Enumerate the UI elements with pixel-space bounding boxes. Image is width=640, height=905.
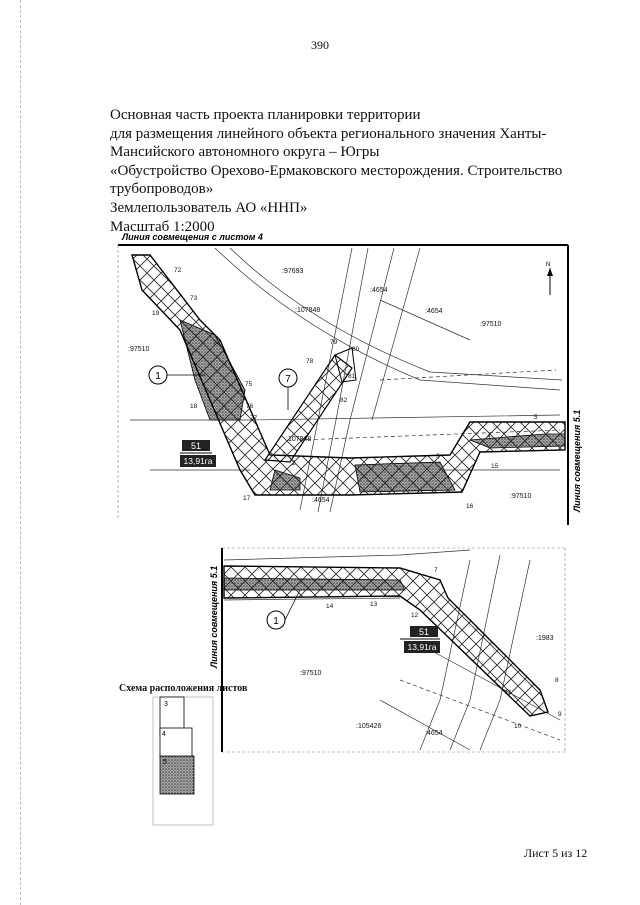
point-label: 9 bbox=[558, 711, 562, 718]
title-line: Землепользователь АО «ННП» bbox=[110, 199, 308, 216]
point-labels: 72 73 19 74 75 76 77 18 78 79 80 81 82 1… bbox=[152, 267, 538, 510]
point-label: 2 bbox=[292, 460, 296, 467]
area-label: 51 13,91га bbox=[180, 440, 216, 467]
point-label: 3 bbox=[436, 453, 440, 460]
svg-text:7: 7 bbox=[285, 374, 291, 385]
point-label: 79 bbox=[330, 339, 338, 346]
area-number: 51 bbox=[191, 441, 201, 451]
parcel-label: :107848 bbox=[295, 307, 320, 314]
point-label: 73 bbox=[190, 295, 198, 302]
top-side-label: Линия совмещения 5.1 bbox=[572, 410, 582, 513]
title-line: «Обустройство Орехово-Ермаковского место… bbox=[110, 162, 563, 179]
point-label: 1 bbox=[282, 451, 286, 458]
point-label: 12 bbox=[411, 612, 419, 619]
top-line-label: Линия совмещения с листом 4 bbox=[121, 232, 263, 242]
parcel-label: :97693 bbox=[282, 268, 304, 275]
title-line: для размещения линейного объекта региона… bbox=[110, 125, 547, 142]
svg-text:5: 5 bbox=[163, 759, 167, 766]
title-line: Мансийского автономного округа – Югры bbox=[110, 144, 380, 161]
title-line: Масштаб 1:2000 bbox=[110, 218, 215, 235]
point-label: 19 bbox=[152, 310, 160, 317]
bottom-point-labels: 14 13 12 7 8 9 10 11 bbox=[326, 567, 562, 730]
point-label: 74 bbox=[213, 340, 221, 347]
top-map: Линия совмещения с листом 4 bbox=[117, 232, 582, 525]
parcel-label: :1983 bbox=[536, 635, 554, 642]
point-label: 76 bbox=[246, 403, 254, 410]
scheme-sheet-5 bbox=[159, 755, 195, 795]
sheet-label: Лист 5 из 12 bbox=[524, 846, 588, 860]
parcel-label: :97510 bbox=[480, 321, 502, 328]
point-label: 81 bbox=[348, 373, 356, 380]
area-value: 13,91га bbox=[408, 642, 437, 652]
point-label: 16 bbox=[466, 503, 474, 510]
svg-text:N: N bbox=[546, 262, 550, 268]
page-number: 390 bbox=[311, 38, 329, 52]
point-label: 4 bbox=[487, 433, 491, 440]
parcel-label: :97510 bbox=[128, 346, 150, 353]
point-label: 5 bbox=[534, 414, 538, 421]
svg-text:1: 1 bbox=[273, 616, 279, 627]
parcel-label: :97510 bbox=[300, 670, 322, 677]
parcel-label: :4654 bbox=[370, 287, 388, 294]
parcel-label: :105426 bbox=[356, 723, 381, 730]
point-label: 15 bbox=[491, 463, 499, 470]
callout-1: 1 bbox=[148, 365, 205, 385]
bottom-corridor bbox=[223, 565, 549, 717]
point-label: 10 bbox=[514, 723, 522, 730]
bottom-side-label: Линия совмещения 5.1 bbox=[209, 566, 219, 669]
point-label: 14 bbox=[326, 603, 334, 610]
point-label: 75 bbox=[245, 381, 253, 388]
point-label: 77 bbox=[250, 415, 258, 422]
parcel-labels: :97693 :4654 :107848 :4654 :97510 :97510… bbox=[128, 268, 532, 504]
parcel-label: :107848 bbox=[286, 436, 311, 443]
point-label: 8 bbox=[555, 677, 559, 684]
svg-text:3: 3 bbox=[164, 701, 168, 708]
north-arrow-icon: N bbox=[546, 262, 553, 295]
point-label: 72 bbox=[174, 267, 182, 274]
parcel-label: :4654 bbox=[312, 497, 330, 504]
point-label: 80 bbox=[352, 346, 360, 353]
parcel-label: :4654 bbox=[425, 730, 443, 737]
parcel-label: :97510 bbox=[510, 493, 532, 500]
point-label: 13 bbox=[370, 601, 378, 608]
document-title: Основная часть проекта планировки террит… bbox=[110, 106, 580, 236]
svg-text:1: 1 bbox=[155, 371, 161, 382]
title-line: трубопроводов» bbox=[110, 181, 214, 198]
corridor-main bbox=[131, 254, 566, 496]
bottom-callout-1: 1 bbox=[266, 589, 301, 630]
point-label: 7 bbox=[434, 567, 438, 574]
bottom-parcel-labels: :1983 :97510 :105426 :4654 bbox=[300, 635, 554, 737]
scheme-title: Схема расположения листов bbox=[119, 683, 248, 694]
point-label: 78 bbox=[306, 358, 314, 365]
svg-text:4: 4 bbox=[162, 731, 166, 738]
point-label: 18 bbox=[190, 403, 198, 410]
scan-edge bbox=[20, 0, 22, 905]
point-label: 82 bbox=[340, 397, 348, 404]
point-label: 17 bbox=[243, 495, 251, 502]
point-label: 11 bbox=[505, 689, 512, 696]
title-line: Основная часть проекта планировки террит… bbox=[110, 107, 421, 123]
corridor-branch bbox=[263, 354, 353, 463]
callout-7: 7 bbox=[278, 368, 298, 410]
bottom-map: Линия совмещения 5.1 :1983 :97510 :10542… bbox=[209, 547, 566, 753]
parcel-label: :4654 bbox=[425, 308, 443, 315]
sheet-scheme: 3 4 5 bbox=[152, 696, 214, 826]
bottom-area-label: 51 13,91га bbox=[400, 626, 440, 653]
area-value: 13,91га bbox=[184, 456, 213, 466]
area-number: 51 bbox=[419, 627, 429, 637]
